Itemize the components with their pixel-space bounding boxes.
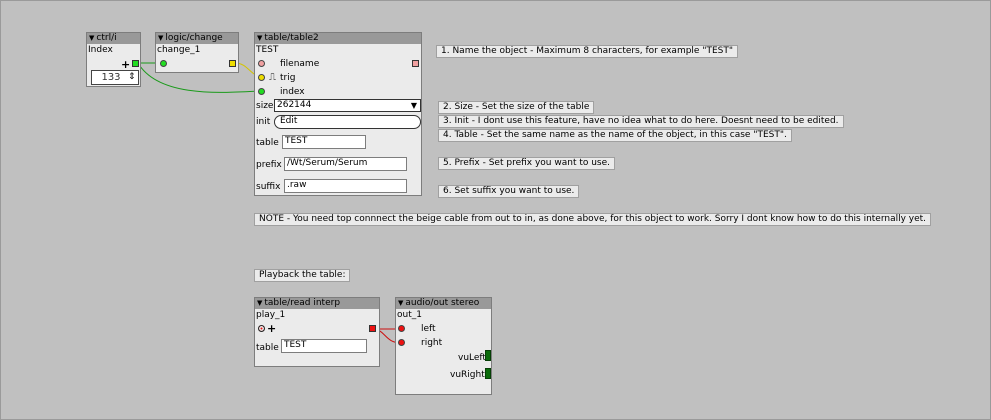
note-step-6: 6. Set suffix you want to use. [438, 185, 580, 198]
instance-name: play_1 [256, 310, 286, 320]
table-name-field[interactable]: TEST [281, 339, 367, 353]
outlet-filename[interactable] [412, 60, 419, 67]
suffix-label: suffix [256, 182, 281, 192]
dropdown-arrow-icon: ▼ [410, 101, 417, 110]
object-header[interactable]: ▼ctrl/i [87, 33, 140, 44]
suffix-field[interactable]: .raw [284, 179, 407, 193]
instance-name: out_1 [397, 310, 422, 320]
object-type: logic/change [165, 33, 223, 43]
plus-icon: + [267, 322, 277, 335]
ctrl-i-object[interactable]: ▼ctrl/i Index + 133 ⇕ [86, 32, 141, 87]
init-label: init [256, 117, 271, 127]
object-type: table/read interp [264, 298, 341, 308]
inlet-label-trig: trig [280, 73, 296, 83]
vu-left-label: vuLeft [458, 353, 486, 363]
table-label: table [256, 343, 279, 353]
int-spinner[interactable]: 133 [91, 70, 139, 85]
inlet-filename[interactable] [258, 60, 265, 67]
collapse-triangle-icon[interactable]: ▼ [158, 34, 164, 42]
inlet-in[interactable] [160, 60, 167, 67]
instance-name: TEST [256, 45, 279, 55]
outlet-audio[interactable] [369, 325, 376, 332]
note-playback: Playback the table: [254, 269, 351, 282]
table-read-interp-object[interactable]: ▼table/read interp play_1 + table TEST [254, 297, 380, 367]
collapse-triangle-icon[interactable]: ▼ [257, 34, 263, 42]
inlet-label-filename: filename [280, 59, 320, 69]
collapse-triangle-icon[interactable]: ▼ [398, 299, 404, 307]
inlet-label-index: index [280, 87, 305, 97]
object-type: table/table2 [264, 33, 319, 43]
vu-right-label: vuRight [450, 370, 485, 380]
object-header[interactable]: ▼table/table2 [255, 33, 421, 44]
object-type: ctrl/i [96, 33, 117, 43]
table-name-field[interactable]: TEST [282, 135, 366, 149]
audio-out-stereo-object[interactable]: ▼audio/out stereo out_1 left right vuLef… [395, 297, 492, 395]
note-step-1: 1. Name the object - Maximum 8 character… [436, 45, 739, 58]
table-table2-object[interactable]: ▼table/table2 TEST filename ⎍ trig index… [254, 32, 422, 196]
note-step-3: 3. Init - I dont use this feature, have … [438, 115, 844, 128]
note-step-4: 4. Table - Set the same name as the name… [438, 129, 792, 142]
note-step-5: 5. Prefix - Set prefix you want to use. [438, 157, 616, 170]
logic-change-object[interactable]: ▼logic/change change_1 [155, 32, 239, 73]
outlet-out[interactable] [132, 60, 139, 67]
inlet-index[interactable] [258, 88, 265, 95]
vu-left-meter [485, 350, 491, 361]
inlet-label-left: left [421, 324, 436, 334]
plus-icon: + [121, 58, 131, 71]
note-step-2: 2. Size - Set the size of the table [438, 101, 595, 114]
pulse-icon: ⎍ [269, 72, 276, 83]
inlet-left[interactable] [398, 325, 405, 332]
instance-name: change_1 [157, 45, 201, 55]
vu-right-meter [485, 368, 491, 379]
spinner-arrows-icon[interactable]: ⇕ [128, 72, 136, 82]
size-label: size [256, 101, 274, 111]
object-header[interactable]: ▼table/read interp [255, 298, 379, 309]
collapse-triangle-icon[interactable]: ▼ [257, 299, 263, 307]
object-type: audio/out stereo [405, 298, 480, 308]
object-header[interactable]: ▼audio/out stereo [396, 298, 491, 309]
table-label: table [256, 138, 279, 148]
inlet-right[interactable] [398, 339, 405, 346]
note-warning: NOTE - You need top connnect the beige c… [254, 213, 932, 226]
size-value: 262144 [277, 100, 312, 110]
outlet-trig[interactable] [229, 60, 236, 67]
inlet-trig[interactable] [258, 74, 265, 81]
spinner-value: 133 [101, 72, 121, 83]
prefix-label: prefix [256, 160, 282, 170]
size-dropdown[interactable]: 262144 ▼ [274, 99, 421, 112]
prefix-field[interactable]: /Wt/Serum/Serum [284, 157, 407, 171]
collapse-triangle-icon[interactable]: ▼ [89, 34, 95, 42]
inlet-label-right: right [421, 338, 443, 348]
object-header[interactable]: ▼logic/change [156, 33, 238, 44]
init-edit-button[interactable]: Edit [274, 115, 421, 129]
inlet-pos[interactable] [258, 325, 265, 332]
instance-name: Index [88, 45, 113, 55]
